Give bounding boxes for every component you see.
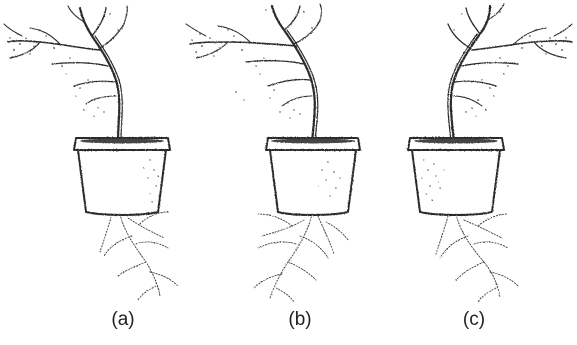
flower-pot-b	[266, 138, 360, 215]
panel-label-a: (a)	[93, 308, 153, 332]
plant-shoot-c	[448, 4, 572, 142]
panel-label-b: (b)	[270, 308, 330, 332]
panel-c	[408, 4, 572, 302]
flower-pot-a	[74, 138, 170, 215]
plant-shoot-b	[186, 4, 322, 142]
leaf-stipple-a	[9, 11, 118, 116]
panel-b	[186, 4, 360, 302]
roots-a	[100, 212, 178, 300]
roots-b	[254, 214, 348, 302]
panel-label-c: (c)	[444, 308, 504, 332]
flower-pot-c	[408, 138, 504, 215]
roots-c	[436, 214, 518, 302]
leaf-stipple-b	[191, 9, 312, 118]
panel-a	[4, 6, 178, 300]
